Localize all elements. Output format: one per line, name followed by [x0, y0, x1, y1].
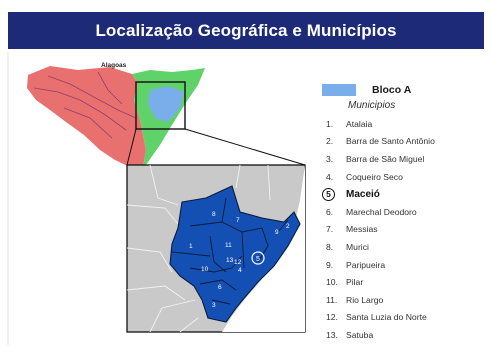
municipality-item: 1.Atalaia [326, 118, 373, 129]
municipality-item: 2.Barra de Santo Antônio [326, 136, 435, 147]
municipality-item: 11.Rio Largo [326, 294, 384, 305]
block-region [148, 86, 184, 122]
municipality-item: 10.Pilar [326, 277, 364, 288]
zoom-frame [135, 81, 186, 130]
legend-subtitle: Municipios [348, 100, 396, 111]
municipality-list: 1.Atalaia 2.Barra de Santo Antônio 3.Bar… [322, 115, 490, 344]
legend: Bloco A Municipios 1.Atalaia 2.Barra de … [322, 82, 490, 344]
inset-map: 1 2 3 4 6 7 8 9 10 11 12 13 5 [126, 164, 306, 333]
map-label-5: 5 [256, 256, 260, 263]
municipality-item: 3.Barra de São Miguel [326, 153, 425, 164]
page-title: Localização Geográfica e Municípios [95, 20, 397, 40]
map-label-7: 7 [236, 217, 240, 224]
municipality-item: 12.Santa Luzia do Norte [326, 312, 427, 323]
block-a-municipalities [169, 185, 301, 323]
map-label-8: 8 [212, 211, 216, 218]
municipality-item: 9.Paripueira [326, 259, 386, 270]
map-label-12: 12 [234, 259, 242, 266]
state-label: Alagoas [101, 62, 127, 69]
municipality-item: 13.Satuba [326, 329, 374, 340]
legend-block-label: Bloco A [372, 84, 412, 96]
zoom-line-right [184, 128, 306, 166]
map-label-1: 1 [189, 243, 193, 250]
title-bar: Localização Geográfica e Municípios [8, 12, 484, 49]
municipality-item: 4.Coqueiro Seco [326, 171, 403, 182]
map-label-4: 4 [238, 267, 242, 274]
state-map: Alagoas [27, 62, 205, 172]
legend-block-row: Bloco A [322, 82, 490, 98]
map-label-13: 13 [226, 257, 234, 264]
map-label-11: 11 [225, 242, 232, 249]
municipality-item: 7.Messias [326, 224, 378, 235]
circled-number: 5 [322, 187, 335, 201]
legend-swatch [322, 84, 356, 96]
zoom-line-left [126, 128, 137, 166]
map-label-3: 3 [212, 302, 216, 309]
municipality-item: 8.Murici [326, 241, 369, 252]
map-label-6: 6 [218, 284, 222, 291]
maceio-marker [251, 251, 265, 265]
region-red [27, 66, 146, 172]
map-label-2: 2 [286, 223, 290, 230]
map-label-9: 9 [275, 229, 279, 236]
sea [222, 165, 305, 332]
map-label-10: 10 [201, 266, 209, 273]
municipality-item: 6.Marechal Deodoro [326, 206, 417, 217]
